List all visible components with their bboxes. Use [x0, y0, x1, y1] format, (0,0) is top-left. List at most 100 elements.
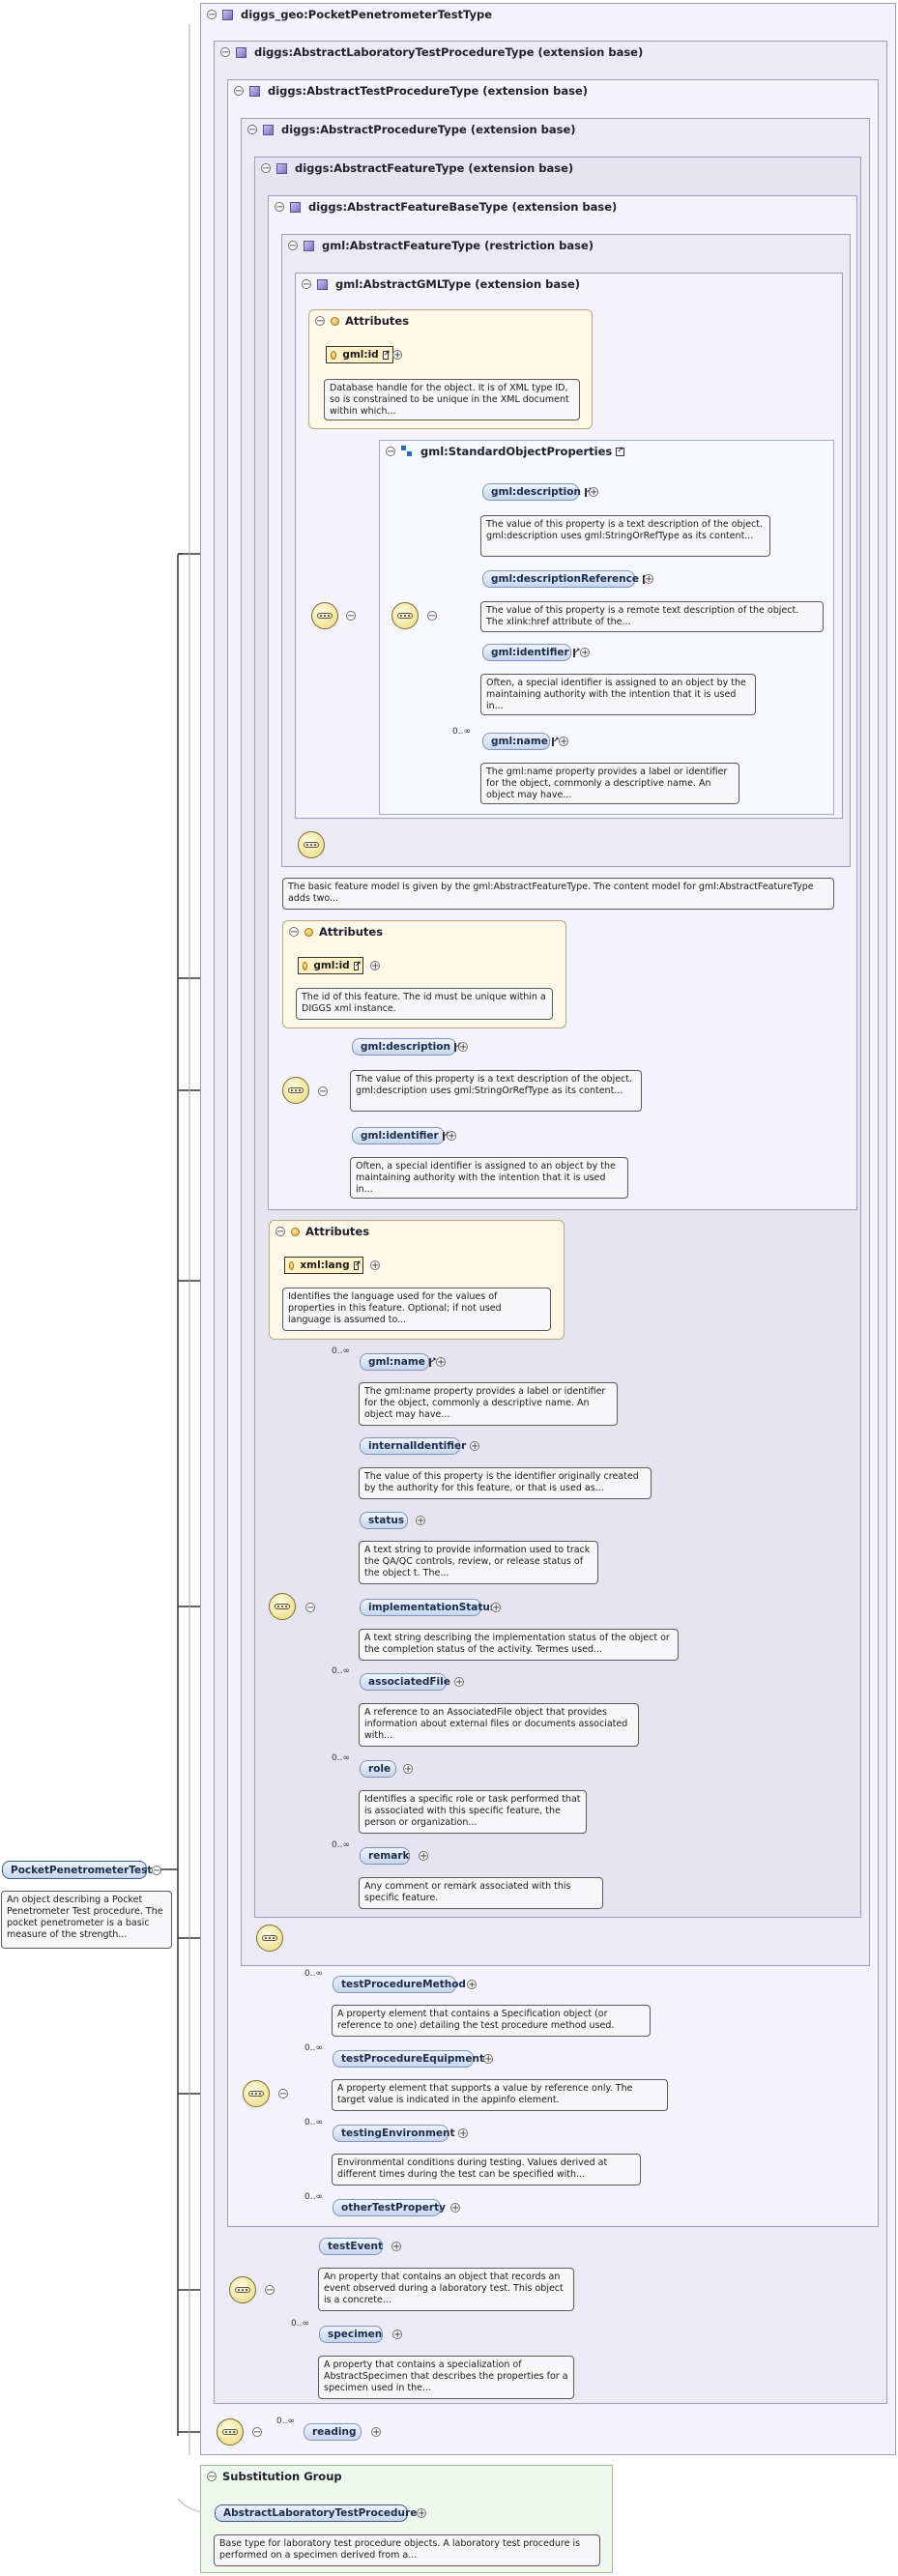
- collapse-icon[interactable]: [261, 163, 271, 173]
- expand-icon[interactable]: [392, 350, 402, 360]
- element-testing-environment[interactable]: testingEnvironment: [333, 2125, 455, 2142]
- group-title: gml:StandardObjectProperties: [420, 445, 613, 458]
- expand-icon[interactable]: [370, 1260, 380, 1270]
- collapse-icon[interactable]: [152, 1866, 161, 1875]
- element-test-procedure-method[interactable]: testProcedureMethod: [333, 1976, 466, 1993]
- doc-root: An object describing a Pocket Penetromet…: [1, 1891, 172, 1949]
- collapse-icon[interactable]: [288, 241, 298, 250]
- element-status[interactable]: status: [360, 1512, 408, 1529]
- attributes-label: Attributes: [319, 925, 384, 939]
- sequence-compositor[interactable]: [256, 1925, 283, 1952]
- doc-base-gml-id: The id of this feature. The id must be u…: [296, 988, 553, 1020]
- expand-icon[interactable]: [589, 487, 598, 497]
- attribute-gml-id[interactable]: gml:id: [298, 957, 363, 974]
- element-test-procedure-equipment[interactable]: testProcedureEquipment: [333, 2050, 484, 2068]
- complex-type-icon: [276, 162, 287, 174]
- element-associated-file[interactable]: associatedFile: [360, 1673, 450, 1691]
- element-abstract-laboratory-test-procedure[interactable]: AbstractLaboratoryTestProcedure: [215, 2504, 417, 2522]
- collapse-icon[interactable]: [289, 927, 299, 937]
- expand-icon[interactable]: [467, 1980, 477, 1989]
- sequence-compositor[interactable]: [243, 2080, 270, 2107]
- collapse-icon[interactable]: [346, 611, 356, 621]
- element-specimen[interactable]: specimen: [319, 2326, 383, 2343]
- doc-test-procedure-equipment: A property element that supports a value…: [332, 2079, 668, 2111]
- attribute-icon: [331, 350, 337, 360]
- doc-role: Identifies a specific role or task perfo…: [359, 1790, 587, 1834]
- cardinality: 0..∞: [304, 2118, 323, 2127]
- sequence-compositor[interactable]: [391, 602, 419, 629]
- expand-icon[interactable]: [391, 2242, 401, 2251]
- sequence-compositor[interactable]: [298, 831, 325, 858]
- element-test-event[interactable]: testEvent: [319, 2238, 383, 2255]
- element-remark[interactable]: remark: [360, 1847, 410, 1865]
- expand-icon[interactable]: [419, 1851, 428, 1861]
- element-gml-description[interactable]: gml:description: [352, 1038, 462, 1056]
- expand-icon[interactable]: [470, 1441, 479, 1451]
- element-role[interactable]: role: [360, 1760, 396, 1778]
- expand-icon[interactable]: [450, 2203, 460, 2213]
- collapse-icon[interactable]: [207, 2472, 217, 2481]
- expand-icon[interactable]: [559, 737, 568, 746]
- expand-icon[interactable]: [454, 1677, 464, 1687]
- expand-icon[interactable]: [458, 2128, 468, 2138]
- element-label: gml:description: [361, 1041, 450, 1053]
- element-gml-description[interactable]: gml:description: [482, 483, 593, 501]
- substitution-title: Substitution Group: [222, 2470, 342, 2483]
- complex-type-icon: [317, 278, 328, 290]
- collapse-icon[interactable]: [207, 10, 217, 19]
- collapse-icon[interactable]: [234, 86, 244, 96]
- element-other-test-property[interactable]: otherTestProperty: [333, 2199, 446, 2216]
- expand-icon[interactable]: [580, 648, 590, 657]
- collapse-icon[interactable]: [247, 125, 257, 134]
- sequence-compositor[interactable]: [217, 2418, 244, 2446]
- element-internal-identifier[interactable]: internalIdentifier: [360, 1437, 466, 1455]
- collapse-icon[interactable]: [278, 2089, 288, 2098]
- collapse-icon[interactable]: [275, 1227, 285, 1236]
- element-gml-name[interactable]: gml:name: [482, 733, 560, 750]
- collapse-icon[interactable]: [315, 316, 325, 326]
- expand-icon[interactable]: [370, 961, 380, 970]
- attribute-xml-lang[interactable]: xml:lang: [284, 1257, 363, 1274]
- doc-xml-lang: Identifies the language used for the val…: [282, 1288, 551, 1331]
- collapse-icon[interactable]: [265, 2285, 275, 2295]
- collapse-icon[interactable]: [252, 2427, 262, 2437]
- element-root-pocket-penetrometer-test[interactable]: PocketPenetrometerTest: [2, 1861, 152, 1879]
- element-gml-identifier[interactable]: gml:identifier: [482, 644, 580, 661]
- expand-icon[interactable]: [436, 1357, 446, 1367]
- cardinality: 0..∞: [452, 727, 471, 737]
- expand-icon[interactable]: [392, 2330, 402, 2339]
- collapse-icon[interactable]: [275, 202, 284, 212]
- expand-icon[interactable]: [483, 2054, 493, 2064]
- sequence-compositor[interactable]: [269, 1593, 296, 1620]
- expand-icon[interactable]: [644, 574, 653, 584]
- sequence-compositor[interactable]: [229, 2276, 256, 2303]
- element-gml-description-reference[interactable]: gml:descriptionReference: [482, 570, 651, 588]
- expand-icon[interactable]: [403, 1764, 413, 1774]
- expand-icon[interactable]: [416, 1516, 425, 1525]
- doc-abstract-feature: The basic feature model is given by the …: [282, 878, 834, 910]
- collapse-icon[interactable]: [318, 1086, 328, 1096]
- attribute-label: gml:id: [313, 960, 350, 971]
- expand-icon[interactable]: [491, 1603, 501, 1612]
- element-gml-identifier[interactable]: gml:identifier: [352, 1127, 449, 1144]
- expand-icon[interactable]: [417, 2508, 426, 2518]
- attribute-gml-id[interactable]: gml:id: [326, 346, 393, 363]
- element-label: specimen: [328, 2329, 383, 2340]
- expand-icon[interactable]: [458, 1042, 468, 1052]
- element-gml-name[interactable]: gml:name: [360, 1353, 437, 1371]
- element-label: gml:descriptionReference: [491, 573, 639, 585]
- collapse-icon[interactable]: [427, 611, 437, 621]
- sequence-compositor[interactable]: [282, 1077, 309, 1104]
- collapse-icon[interactable]: [386, 447, 395, 456]
- expand-icon[interactable]: [371, 2427, 381, 2437]
- element-reading[interactable]: reading: [304, 2423, 362, 2441]
- complex-type-icon: [290, 201, 301, 213]
- sequence-icon: [304, 842, 319, 848]
- collapse-icon[interactable]: [302, 279, 311, 289]
- element-implementation-status[interactable]: implementationStatus: [360, 1599, 496, 1616]
- expand-icon[interactable]: [447, 1131, 456, 1141]
- sequence-icon: [317, 613, 333, 619]
- sequence-compositor[interactable]: [311, 602, 338, 629]
- collapse-icon[interactable]: [305, 1603, 315, 1612]
- collapse-icon[interactable]: [220, 47, 230, 57]
